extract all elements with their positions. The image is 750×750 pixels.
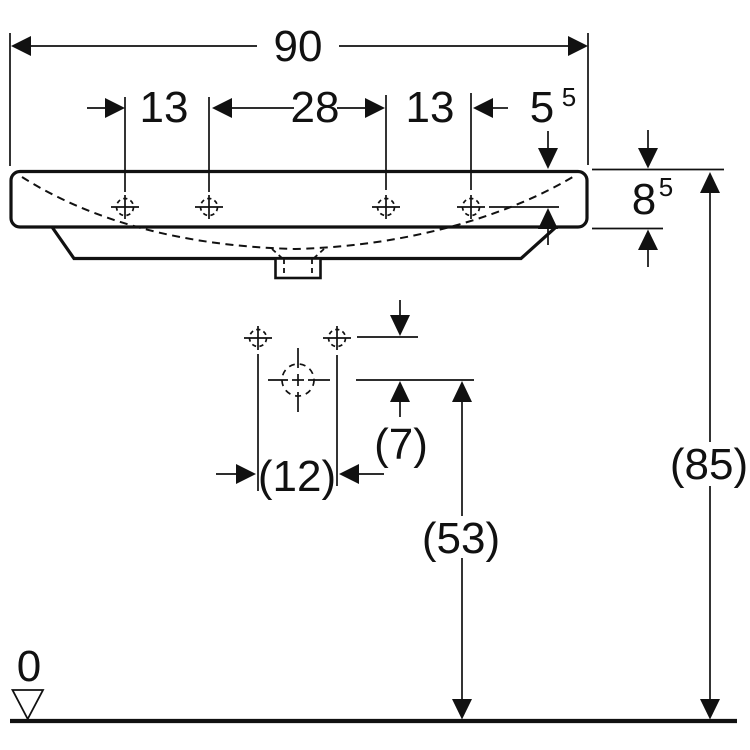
fixing-hole-targets: [243, 325, 352, 351]
arrowhead-down: [638, 148, 658, 169]
arrowhead-down: [538, 148, 558, 169]
arrowhead-left: [473, 98, 493, 118]
dim-tap-edge-offset: 5 5: [489, 82, 576, 245]
dim-fixing-offset: (7): [356, 300, 474, 469]
arrowhead-right: [568, 36, 588, 56]
fixing-hole-target-icon: [322, 325, 352, 351]
drain-recess-left-edge: [271, 248, 283, 259]
dim-8-5-superscript: 5: [659, 172, 673, 202]
drain-recess-right-edge: [313, 248, 325, 259]
dim-rim-height: 8 5: [592, 130, 724, 267]
dim-12-label: (12): [258, 452, 336, 501]
dim-90-label: 90: [274, 22, 323, 71]
mounting-hole-target-icon: [268, 348, 330, 412]
arrowhead-up: [538, 208, 558, 229]
dim-8-5-label: 8: [632, 175, 656, 224]
basin-rim-outline: [9, 169, 589, 229]
dim-13-left-label: 13: [140, 83, 189, 132]
arrowhead-right: [105, 98, 125, 118]
dim-fixing-height: (53): [422, 381, 500, 720]
fixing-hole-target-icon: [243, 325, 273, 351]
basin-underside-outline: [50, 225, 558, 261]
arrowhead-right: [236, 464, 256, 484]
dim-85-label: (85): [670, 440, 748, 489]
arrowhead-left: [11, 36, 31, 56]
arrowhead-down: [452, 699, 472, 720]
arrowhead-up: [452, 381, 472, 402]
basin-cross-section: [9, 169, 589, 280]
drain-outlet: [274, 257, 322, 280]
dim-fixing-spacing: (12): [216, 354, 384, 501]
dim-5-5-superscript: 5: [562, 82, 576, 112]
datum-symbol: 0: [11, 642, 45, 721]
datum-zero-label: 0: [17, 642, 41, 691]
arrowhead-up: [390, 381, 410, 402]
dim-tap-spacings: 13 28 13: [87, 83, 508, 192]
dim-overall-width: 90: [9, 22, 589, 166]
arrowhead-down: [390, 315, 410, 336]
arrowhead-down: [700, 699, 720, 720]
dim-53-label: (53): [422, 514, 500, 563]
arrowhead-right: [365, 98, 385, 118]
arrowhead-up: [638, 229, 658, 250]
dim-overall-height: (85): [670, 172, 748, 720]
dim-28-label: 28: [291, 83, 340, 132]
datum-triangle-icon: [11, 689, 45, 721]
arrowhead-left: [339, 464, 359, 484]
arrowhead-up: [700, 172, 720, 193]
dim-7-label: (7): [374, 420, 428, 469]
dim-5-5-label: 5: [530, 83, 554, 132]
arrowhead-left: [212, 98, 232, 118]
basin-inner-contour: [21, 174, 577, 251]
dim-13-right-label: 13: [406, 83, 455, 132]
